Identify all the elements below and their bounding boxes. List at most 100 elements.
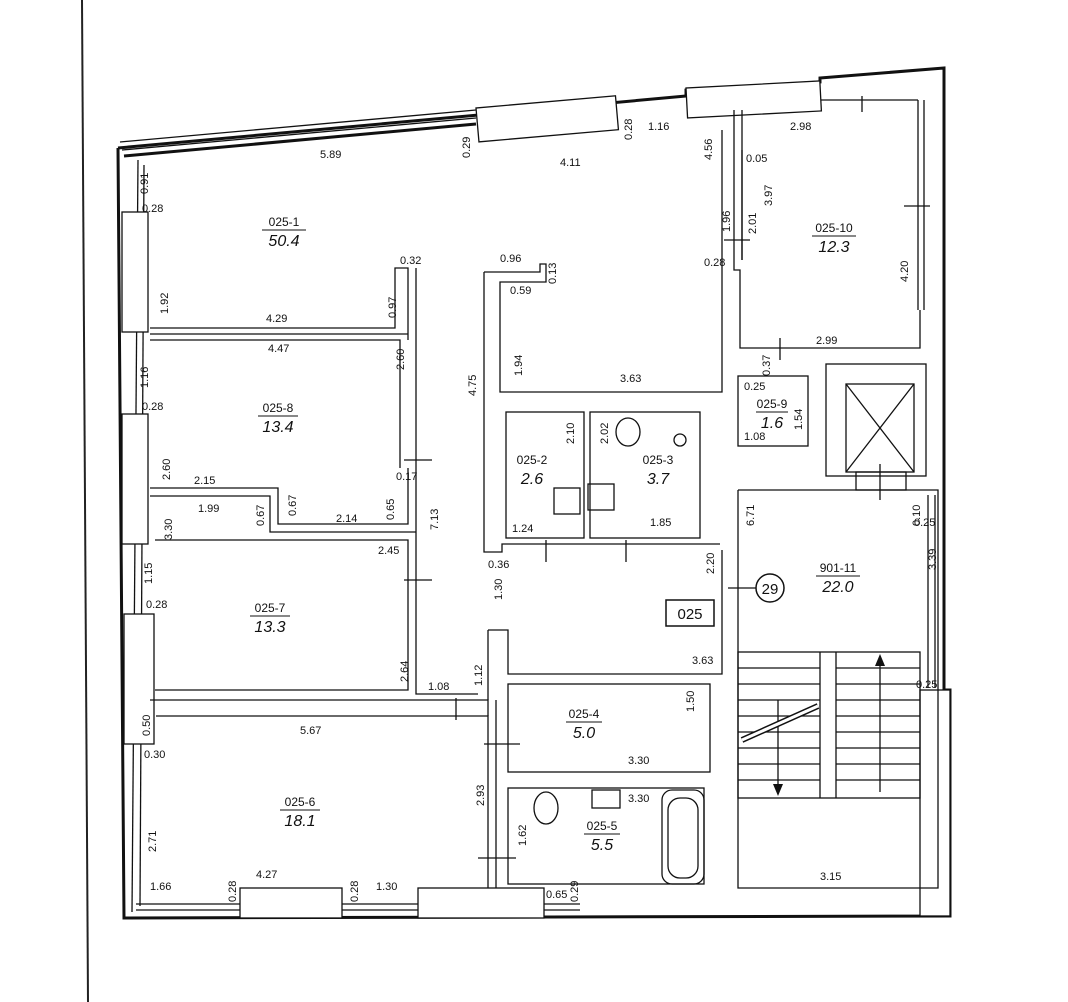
dimension-label: 3.30 <box>163 519 175 540</box>
dimension-label: 2.64 <box>399 661 411 682</box>
dimension-label: 0.13 <box>547 263 559 284</box>
page-margin-line <box>81 0 89 1002</box>
dimension-label: 0.05 <box>746 153 767 165</box>
dimension-label: 0.30 <box>144 749 165 761</box>
room-area: 12.3 <box>818 239 849 256</box>
dimension-label: 1.94 <box>513 355 525 376</box>
room-label-025-1: 025-1 50.4 <box>262 215 306 250</box>
dimension-label: 3.15 <box>820 871 841 883</box>
dimension-label: 1.50 <box>685 691 697 712</box>
dimension-label: 1.30 <box>493 579 505 600</box>
dimension-label: 0.28 <box>142 203 163 215</box>
dimension-label: 0.32 <box>400 255 421 267</box>
dimension-label: 0.17 <box>396 471 417 483</box>
dimension-label: 2.01 <box>747 213 759 234</box>
dimension-label: 0.29 <box>569 881 581 902</box>
dimension-label: 0.10 <box>911 505 923 526</box>
door-markers <box>404 96 930 859</box>
dimension-label: 4.27 <box>256 869 277 881</box>
dimension-label: 0.29 <box>461 137 473 158</box>
dimension-label: 3.30 <box>628 793 649 805</box>
dimension-label: 2.15 <box>194 475 215 487</box>
dimension-label: 0.36 <box>488 559 509 571</box>
staircase <box>737 651 921 799</box>
dimension-label: 2.60 <box>395 349 407 370</box>
dimension-label: 2.99 <box>816 335 837 347</box>
dimension-label: 0.96 <box>500 253 521 265</box>
dimension-label: 0.25 <box>914 517 935 529</box>
dimension-label: 0.28 <box>623 119 635 140</box>
dimension-label: 0.67 <box>255 505 267 526</box>
room-area: 22.0 <box>821 579 853 596</box>
room-id: 025-6 <box>285 795 316 809</box>
room-area: 5.0 <box>573 725 595 742</box>
dimension-label: 0.25 <box>744 381 765 393</box>
dimension-label: 3.30 <box>628 755 649 767</box>
apartment-number: 025 <box>677 606 702 623</box>
floor-number: 29 <box>762 581 779 598</box>
dimension-label: 0.67 <box>287 495 299 516</box>
room-label-025-7: 025-7 13.3 <box>250 601 290 636</box>
dimension-label: 1.30 <box>376 881 397 893</box>
sanitary-fixtures <box>533 417 705 885</box>
dimension-label: 6.71 <box>745 505 757 526</box>
dimension-label: 3.63 <box>620 373 641 385</box>
dimension-label: 1.15 <box>143 563 155 584</box>
room-id: 025-8 <box>263 401 294 415</box>
room-area: 5.5 <box>591 837 613 854</box>
room-id: 025-3 <box>643 453 674 467</box>
dimension-label: 1.54 <box>793 409 805 430</box>
dimension-label: 2.71 <box>147 831 159 852</box>
room-area: 2.6 <box>520 471 543 488</box>
interior-walls <box>150 110 939 889</box>
room-id: 025-1 <box>269 215 300 229</box>
dimension-label: 1.16 <box>648 121 669 133</box>
dimension-label: 2.60 <box>161 459 173 480</box>
room-id: 025-5 <box>587 819 618 833</box>
room-area: 1.6 <box>761 415 783 432</box>
dimension-label: 0.28 <box>146 599 167 611</box>
dimension-label: 2.14 <box>336 513 357 525</box>
dimension-label: 4.75 <box>467 375 479 396</box>
room-id: 025-7 <box>255 601 286 615</box>
dimension-label: 0.65 <box>546 889 567 901</box>
dimension-label: 0.28 <box>227 881 239 902</box>
dimension-label: 1.12 <box>473 665 485 686</box>
apartment-number-box: 025 <box>665 599 715 627</box>
room-id: 901-11 <box>820 561 857 575</box>
dimension-label: 4.11 <box>560 157 581 169</box>
dimension-label: 1.66 <box>150 881 171 893</box>
room-area: 13.4 <box>262 419 293 436</box>
dimension-labels: 5.89 4.11 1.16 2.98 0.05 0.28 2.99 0.28 … <box>139 119 939 902</box>
dimension-label: 0.28 <box>704 257 725 269</box>
floor-number-circle: 29 <box>755 573 785 603</box>
dimension-label: 7.13 <box>429 509 441 530</box>
dimension-label: 2.10 <box>565 423 577 444</box>
room-label-025-9: 025-9 1.6 <box>756 397 788 432</box>
dimension-label: 1.99 <box>198 503 219 515</box>
dimension-label: 2.93 <box>475 785 487 806</box>
dimension-label: 5.67 <box>300 725 321 737</box>
room-label-025-3: 025-3 3.7 <box>643 453 674 488</box>
room-area: 3.7 <box>647 471 670 488</box>
dimension-label: 5.89 <box>320 149 341 161</box>
dimension-label: 1.08 <box>744 431 765 443</box>
dimension-label: 1.08 <box>428 681 449 693</box>
dimension-label: 3.97 <box>763 185 775 206</box>
room-id: 025-9 <box>757 397 788 411</box>
room-id: 025-4 <box>569 707 600 721</box>
dimension-label: 0.28 <box>142 401 163 413</box>
dimension-label: 1.16 <box>139 367 151 388</box>
room-label-025-2: 025-2 2.6 <box>517 453 548 488</box>
room-label-025-10: 025-10 12.3 <box>812 221 856 256</box>
dimension-label: 1.62 <box>517 825 529 846</box>
room-id: 025-10 <box>815 221 853 235</box>
dimension-label: 1.96 <box>721 211 733 232</box>
room-area: 50.4 <box>268 233 299 250</box>
dimension-label: 2.98 <box>790 121 811 133</box>
dimension-label: 4.47 <box>268 343 289 355</box>
dimension-label: 0.28 <box>349 881 361 902</box>
room-area: 18.1 <box>284 813 315 830</box>
dimension-label: 1.24 <box>512 523 533 535</box>
